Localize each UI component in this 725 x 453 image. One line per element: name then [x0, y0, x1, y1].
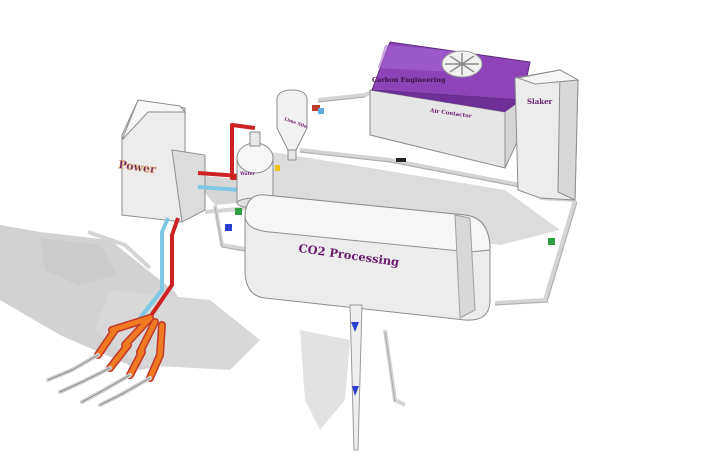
air-contactor-label: Air Contactor — [429, 108, 472, 120]
manifold-stakes-outline — [47, 354, 151, 406]
power-pipes — [138, 123, 256, 322]
water-label: Water — [239, 171, 256, 177]
water-tank: Water — [236, 131, 274, 209]
power-unit: Power — [117, 99, 206, 223]
arrow-down-icon — [351, 322, 359, 332]
slaker-label: Slaker — [527, 97, 553, 106]
orange-manifold — [94, 314, 166, 382]
injection-well — [349, 304, 363, 451]
co2-processing-unit: CO2 Processing — [244, 194, 491, 321]
carbon-engineering-label: Carbon Engineering — [372, 76, 446, 84]
arrow-down-icon — [352, 386, 359, 396]
valves — [225, 105, 555, 245]
slaker-unit: Slaker — [514, 69, 580, 201]
air-contactor-unit: Carbon Engineering Air Contactor — [369, 41, 531, 169]
pipe-frame-dark — [214, 96, 578, 403]
power-label: Power — [118, 158, 157, 176]
fan-icon — [441, 50, 483, 78]
lime-silo: Lime Silo — [276, 89, 308, 161]
